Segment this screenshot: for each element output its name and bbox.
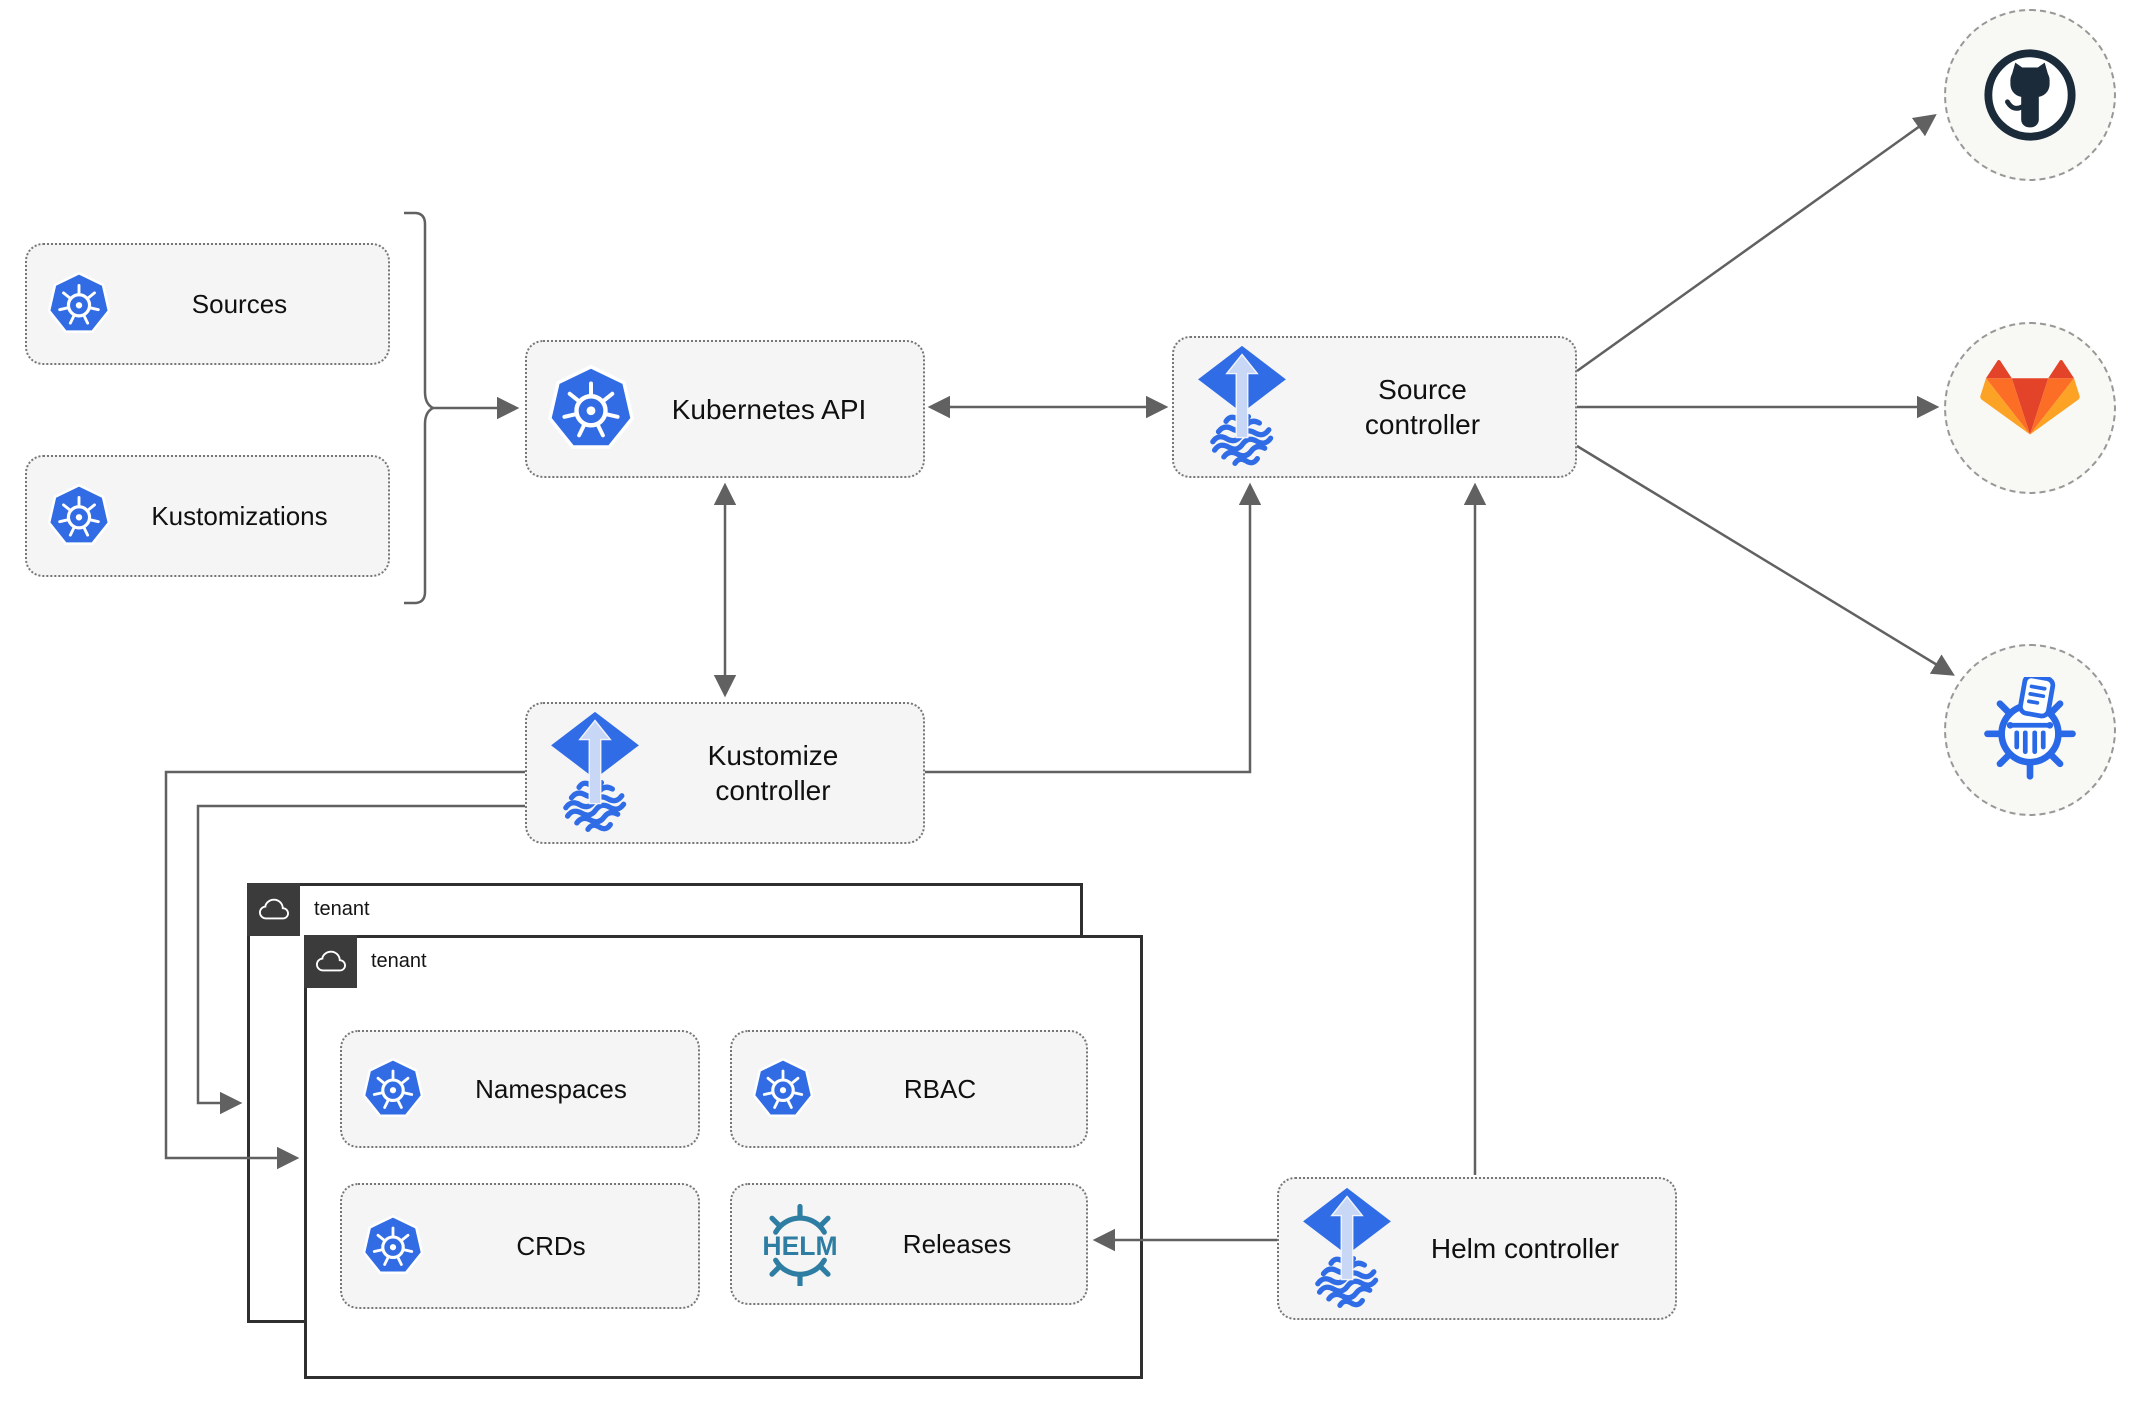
node-label: Source controller — [1364, 374, 1481, 440]
flux-icon — [1299, 1186, 1395, 1312]
node-kubernetes-api: Kubernetes API — [525, 340, 925, 478]
arrow-source-controller-to-chartmuseum — [1576, 444, 1955, 676]
node-rbac: RBAC — [730, 1030, 1088, 1148]
cloud-icon — [316, 947, 346, 977]
node-label: Helm controller — [1430, 1233, 1620, 1264]
node-label: RBAC — [903, 1073, 977, 1104]
node-source-controller: Source controller — [1172, 336, 1577, 478]
node-kustomize-controller: Kustomize controller — [525, 702, 925, 844]
tenant-label: tenant — [314, 898, 370, 920]
node-label: Kustomize controller — [707, 740, 839, 806]
tenant-group-inner: tenant — [304, 935, 1143, 1379]
kubernetes-icon — [362, 1058, 424, 1120]
node-label: Namespaces — [475, 1073, 627, 1104]
node-label: Kustomizations — [151, 500, 328, 531]
endpoint-gitlab — [1944, 322, 2116, 494]
kubernetes-icon — [47, 484, 111, 548]
github-icon — [1981, 46, 2079, 144]
bracket-sources-kustomizations — [404, 211, 436, 605]
arrow-kustomize-controller-to-source-controller — [925, 482, 1262, 774]
endpoint-github — [1944, 9, 2116, 181]
node-kustomizations: Kustomizations — [25, 455, 390, 577]
tenant-label: tenant — [371, 950, 427, 972]
node-label: CRDs — [516, 1230, 586, 1261]
node-releases: Releases — [730, 1183, 1088, 1305]
endpoint-chartmuseum — [1944, 644, 2116, 816]
node-crds: CRDs — [340, 1183, 700, 1309]
kubernetes-icon — [547, 365, 635, 453]
tenant-tab — [304, 935, 357, 988]
gitlab-icon — [1980, 360, 2080, 456]
node-helm-controller: Helm controller — [1277, 1177, 1677, 1320]
node-sources: Sources — [25, 243, 390, 365]
chartmuseum-icon — [1978, 677, 2082, 783]
tenant-tab — [247, 883, 300, 936]
cloud-icon — [259, 895, 289, 925]
node-label: Kubernetes API — [671, 393, 867, 425]
kubernetes-icon — [752, 1058, 814, 1120]
helm-icon — [752, 1202, 848, 1286]
arrow-source-controller-to-github — [1576, 114, 1937, 373]
kubernetes-icon — [47, 272, 111, 336]
flux-icon — [1194, 344, 1290, 470]
node-label: Sources — [191, 288, 288, 319]
node-label: Releases — [902, 1228, 1012, 1259]
kubernetes-icon — [362, 1215, 424, 1277]
node-namespaces: Namespaces — [340, 1030, 700, 1148]
flux-icon — [547, 710, 643, 836]
